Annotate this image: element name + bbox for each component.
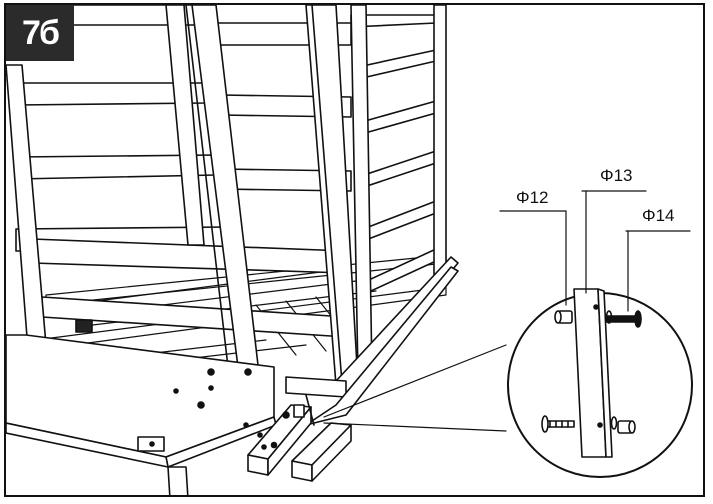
step-number-badge: 7б — [6, 5, 74, 61]
part-label-phi13: Φ13 — [600, 166, 633, 185]
part-label-leaders — [499, 190, 691, 312]
diagram-frame: 7б Φ12 Φ13 Φ14 — [4, 3, 705, 497]
loose-rails — [247, 394, 352, 482]
screw-part — [605, 310, 642, 328]
assembly-illustration — [6, 5, 693, 495]
end-board — [6, 334, 277, 495]
dowel-part-bottom — [617, 420, 636, 434]
lower-frame — [75, 256, 459, 426]
part-label-phi12: Φ12 — [516, 188, 549, 207]
screw-part-bottom — [541, 415, 575, 433]
dowel-part — [554, 310, 573, 324]
detail-magnifier — [507, 288, 693, 478]
vertical-posts — [6, 5, 359, 386]
detail-leader-lines — [323, 344, 507, 432]
part-label-phi14: Φ14 — [642, 206, 675, 225]
